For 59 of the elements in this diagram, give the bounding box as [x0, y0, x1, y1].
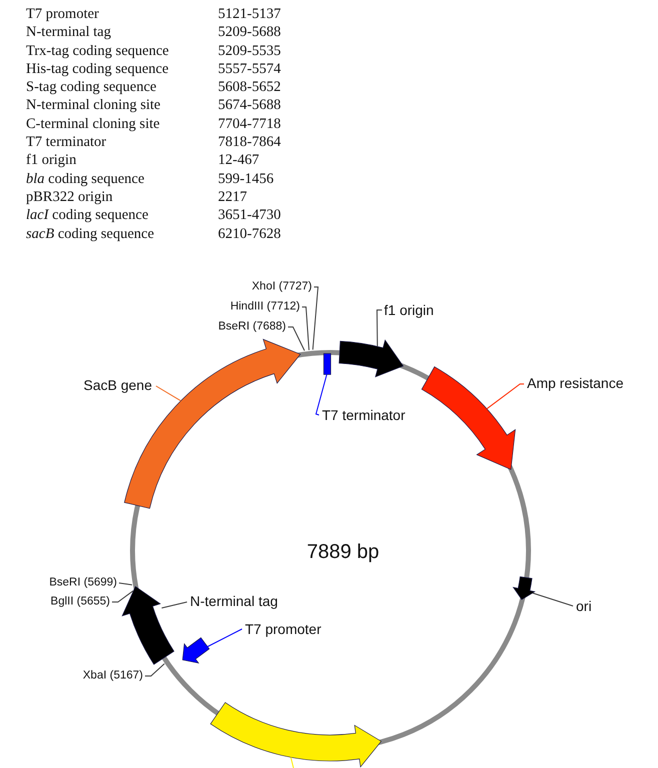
leader-line	[315, 374, 328, 416]
table-cell: 5557-5574	[218, 60, 281, 78]
restriction-site-label: BseRI (7688)	[218, 320, 286, 334]
table-cell-text: C-terminal cloning site	[26, 114, 161, 134]
leader-line	[532, 592, 574, 606]
table-cell-text: sacB coding sequence	[26, 224, 156, 243]
leader-line	[118, 582, 133, 586]
table-cell: 7704-7718	[218, 114, 281, 134]
table-cell-text: T7 promoter	[26, 5, 100, 24]
table-cell-text: lacI coding sequence	[26, 206, 150, 225]
table-cell: 5608-5652	[218, 78, 281, 96]
feature-label: T7 promoter	[245, 620, 322, 638]
ori-feature	[512, 576, 536, 600]
feature-label: ori	[576, 598, 592, 614]
leader-line	[486, 384, 524, 410]
n-terminal-tag-feature	[122, 586, 174, 665]
leader-line	[144, 663, 165, 676]
leader-line	[290, 756, 294, 768]
restriction-site-label: BglII (5655)	[50, 595, 110, 609]
table-cell-text: N-terminal cloning site	[26, 96, 162, 115]
feature-label: Amp resistance	[527, 374, 624, 392]
leader-line	[312, 286, 319, 350]
feature-label: SacB gene	[84, 376, 152, 394]
table-cell-text: f1 origin	[26, 151, 78, 170]
table-cell: 7818-7864	[218, 133, 281, 152]
restriction-site-label: BseRI (5699)	[49, 576, 117, 590]
restriction-site-label: XbaI (5167)	[82, 669, 143, 683]
feature-label: f1 origin	[384, 302, 434, 318]
table-cell: 5121-5137	[218, 5, 281, 24]
feature-label: N-terminal tag	[190, 592, 278, 610]
table-cell-text: S-tag coding sequence	[26, 78, 158, 96]
table-cell-text: 2217	[218, 188, 248, 206]
table-cell: 5674-5688	[218, 96, 281, 115]
leader-line	[288, 326, 305, 352]
table-cell-text: bla coding sequence	[26, 170, 146, 188]
leader-line	[376, 310, 382, 347]
feature-label: T7 terminator	[322, 406, 406, 424]
t7-promoter-feature	[182, 636, 210, 664]
table-cell-text: 12-467	[218, 151, 260, 170]
leader-line	[302, 306, 310, 351]
leader-line	[161, 602, 188, 608]
leader-line	[112, 590, 134, 602]
table-cell-text: His-tag coding sequence	[26, 60, 170, 78]
table-cell: 5209-5688	[218, 23, 281, 42]
t7-terminator-bar	[322, 352, 331, 374]
table-cell-text: Trx-tag coding sequence	[26, 42, 170, 60]
plasmid-size-label: 7889 bp	[306, 540, 380, 564]
table-cell-text: pBR322 origin	[26, 188, 114, 206]
restriction-site-label: XhoI (7727)	[252, 280, 312, 294]
table-cell-text: N-terminal tag	[26, 23, 112, 42]
f1-origin-feature	[338, 340, 404, 378]
reverse-gene-feature	[210, 702, 382, 768]
table-cell: 5209-5535	[218, 42, 281, 60]
restriction-site-label: HindIII (7712)	[230, 300, 300, 314]
table-cell: 6210-7628	[218, 224, 281, 243]
table-cell-text: T7 terminator	[26, 133, 108, 152]
table-cell: 3651-4730	[218, 206, 281, 225]
table-cell-text: 599-1456	[218, 170, 275, 188]
leader-line	[156, 386, 182, 402]
